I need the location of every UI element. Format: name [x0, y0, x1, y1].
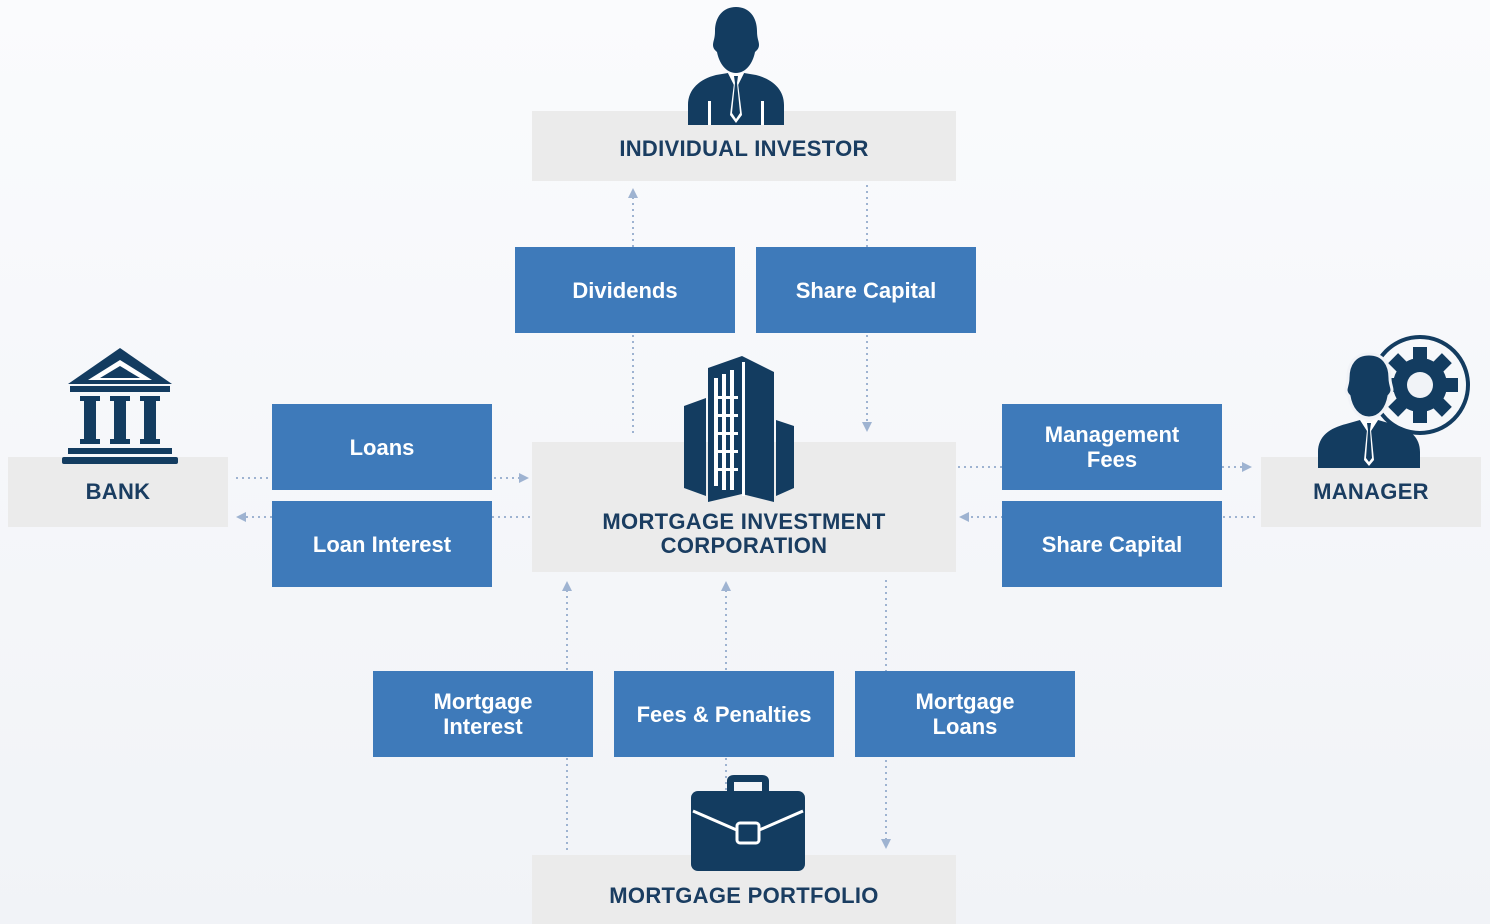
mortgage-portfolio-box: MORTGAGE PORTFOLIO — [532, 855, 956, 924]
building-icon — [684, 356, 794, 502]
share-capital-manager-box: Share Capital — [1002, 501, 1222, 587]
individual-investor-label: INDIVIDUAL INVESTOR — [619, 136, 869, 161]
loan-interest-label: Loan Interest — [312, 531, 452, 557]
management-fees-label: Management Fees — [1044, 422, 1180, 472]
mic-label: MORTGAGE INVESTMENT CORPORATION — [602, 509, 886, 558]
loans-box: Loans — [272, 404, 492, 490]
mortgage-interest-box: Mortgage Interest — [373, 671, 593, 757]
dividends-box: Dividends — [515, 247, 735, 333]
bank-label: BANK — [85, 479, 151, 504]
mortgage-portfolio-label: MORTGAGE PORTFOLIO — [609, 882, 879, 908]
briefcase-icon — [691, 775, 805, 871]
fees-penalties-box: Fees & Penalties — [614, 671, 834, 757]
bank-box: BANK — [8, 457, 228, 527]
loan-interest-box: Loan Interest — [272, 501, 492, 587]
person-tie-icon — [688, 7, 784, 125]
manager-box: MANAGER — [1261, 457, 1481, 527]
share-capital-investor-box: Share Capital — [756, 247, 976, 333]
management-fees-box: Management Fees — [1002, 404, 1222, 490]
mortgage-loans-box: Mortgage Loans — [855, 671, 1075, 757]
share-capital-investor-label: Share Capital — [795, 277, 937, 303]
bank-icon — [62, 348, 178, 464]
dividends-label: Dividends — [572, 277, 678, 303]
fees-penalties-label: Fees & Penalties — [636, 701, 812, 727]
mortgage-interest-label: Mortgage Interest — [433, 689, 533, 739]
manager-gear-icon — [1318, 335, 1470, 468]
loans-label: Loans — [349, 434, 415, 460]
share-capital-manager-label: Share Capital — [1041, 531, 1183, 557]
manager-label: MANAGER — [1313, 479, 1429, 504]
mortgage-loans-label: Mortgage Loans — [915, 689, 1015, 739]
